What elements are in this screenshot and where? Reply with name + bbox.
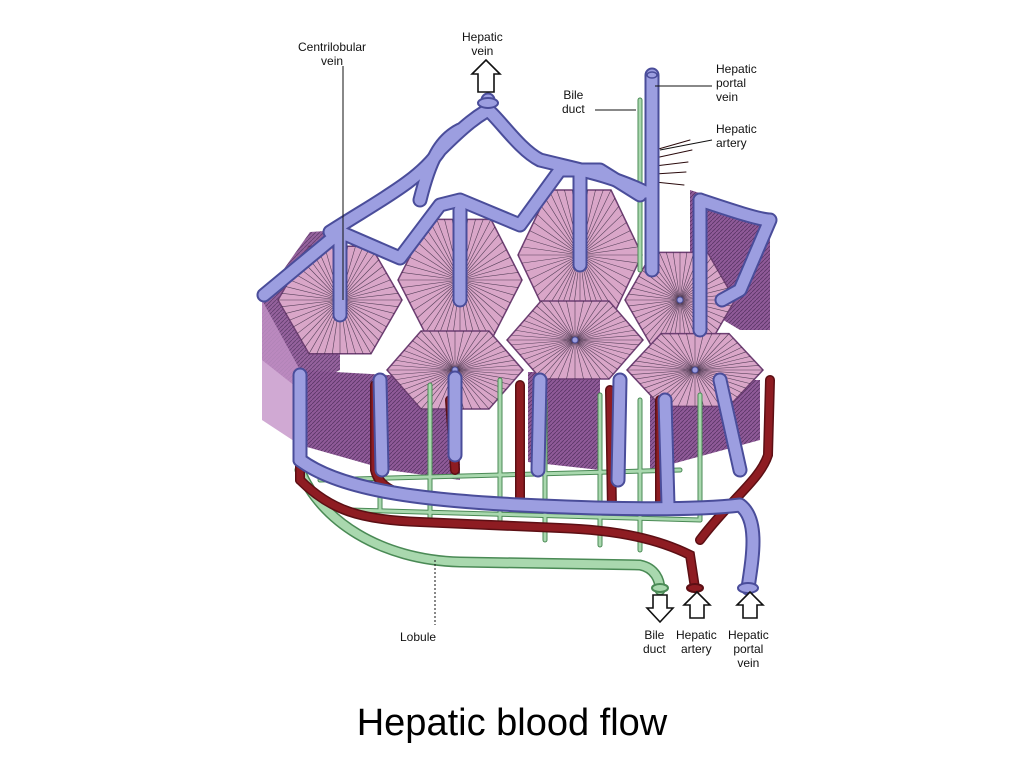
flow-arrows [470, 58, 765, 624]
lobules-front-row [386, 300, 765, 410]
lobule-front-1 [386, 330, 524, 410]
slide-title: Hepatic blood flow [356, 702, 668, 744]
lobule-front-2 [506, 300, 644, 380]
vein-network [256, 67, 778, 596]
hepatic-vein-out-arrow [470, 58, 502, 93]
leader-lines [342, 66, 713, 625]
hepatic-artery-in-arrow [682, 590, 712, 619]
bile-duct-out-arrow [645, 594, 675, 624]
label-lobule: Lobule [400, 630, 437, 644]
portal-vein-in-arrow [735, 590, 765, 619]
